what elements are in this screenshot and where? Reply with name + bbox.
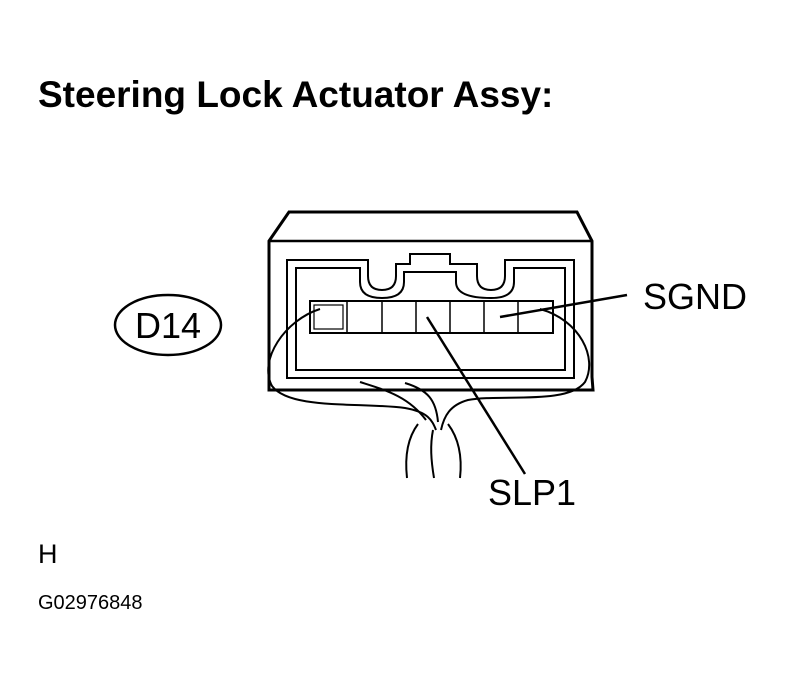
terminal-slot: [313, 304, 344, 330]
housing-inner-frame-2: [295, 267, 566, 371]
connector-code-oval: [113, 293, 223, 357]
pin-leaders: [425, 293, 628, 475]
wire-strand: [404, 382, 439, 423]
terminal-row: [309, 300, 554, 334]
sgnd-leader: [499, 293, 628, 319]
diagram-title: Steering Lock Actuator Assy:: [38, 74, 553, 115]
connector-code-label: D14: [135, 305, 201, 346]
wire-bundle-center: [430, 429, 435, 479]
slp1-leader: [425, 316, 527, 475]
connector-housing: [267, 210, 595, 392]
wire-bundle-right: [447, 423, 462, 479]
housing-outer: [267, 210, 595, 392]
view-side-label: H: [38, 539, 58, 569]
wire-strand: [359, 381, 427, 421]
housing-inner-frame: [286, 253, 575, 379]
harness-loop-right: [440, 308, 591, 431]
wire-bundle-left: [405, 423, 419, 479]
wire-harness: [267, 308, 591, 479]
pin-label-slp1: SLP1: [488, 472, 576, 513]
figure-id: G02976848: [38, 592, 143, 614]
harness-loop-left: [267, 308, 437, 431]
pin-label-sgnd: SGND: [643, 276, 747, 317]
connector-code-badge: D14: [113, 293, 223, 357]
